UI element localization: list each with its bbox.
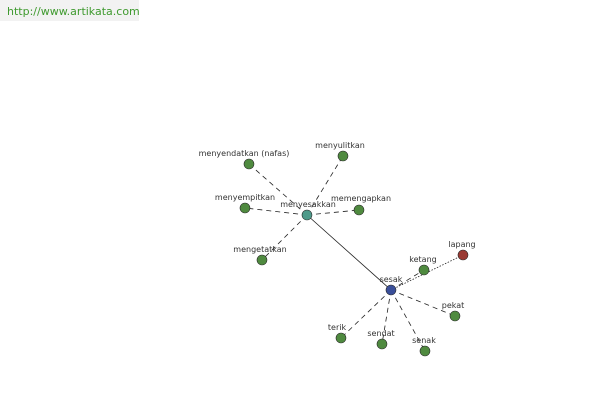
node-label-menyendatkan[interactable]: menyendatkan (nafas) [199, 149, 290, 158]
edge-menyesakkan-menyempitkan [244, 207, 308, 216]
node-mengetatkan[interactable]: mengetatkan [233, 245, 287, 266]
graph-nodes: sesak menyesakkan menyendatkan (nafas) meny… [199, 141, 476, 357]
node-menyesakkan[interactable]: menyesakkan [280, 200, 336, 221]
node-terik[interactable]: terik [328, 323, 347, 344]
edge-sesak-terik [340, 289, 392, 339]
node-dot-menyulitkan[interactable] [337, 150, 349, 162]
node-label-sesak[interactable]: sesak [380, 275, 403, 284]
edge-sesak-ketang [390, 269, 425, 291]
node-dot-lapang[interactable] [457, 249, 469, 261]
node-label-sendat[interactable]: sendat [367, 329, 394, 338]
node-dot-menyesakkan[interactable] [301, 209, 313, 221]
node-ketang[interactable]: ketang [409, 255, 437, 276]
node-dot-memengapkan[interactable] [353, 204, 365, 216]
edge-menyesakkan-menyulitkan [306, 155, 344, 216]
node-dot-sesak[interactable] [385, 284, 397, 296]
node-menyempitkan[interactable]: menyempitkan [215, 193, 275, 214]
edge-menyesakkan-memengapkan [306, 209, 360, 216]
node-dot-terik[interactable] [335, 332, 347, 344]
node-label-pekat[interactable]: pekat [442, 301, 465, 310]
node-label-lapang[interactable]: lapang [448, 240, 475, 249]
edge-menyesakkan-menyendatkan [248, 163, 308, 216]
node-menyulitkan[interactable]: menyulitkan [315, 141, 365, 162]
node-dot-pekat[interactable] [449, 310, 461, 322]
node-dot-ketang[interactable] [418, 264, 430, 276]
node-label-menyempitkan[interactable]: menyempitkan [215, 193, 275, 202]
node-menyendatkan[interactable]: menyendatkan (nafas) [199, 149, 290, 170]
node-sesak[interactable]: sesak [380, 275, 403, 296]
node-lapang[interactable]: lapang [448, 240, 476, 261]
node-pekat[interactable]: pekat [442, 301, 465, 322]
node-dot-menyempitkan[interactable] [239, 202, 251, 214]
node-label-senak[interactable]: senak [412, 336, 436, 345]
node-dot-mengetatkan[interactable] [256, 254, 268, 266]
node-label-terik[interactable]: terik [328, 323, 347, 332]
edge-sesak-menyesakkan [306, 214, 392, 291]
node-dot-menyendatkan[interactable] [243, 158, 255, 170]
node-dot-sendat[interactable] [376, 338, 388, 350]
edge-sesak-sendat [381, 289, 392, 345]
edge-menyesakkan-mengetatkan [261, 214, 308, 261]
node-label-memengapkan[interactable]: memengapkan [331, 194, 391, 203]
node-senak[interactable]: senak [412, 336, 436, 357]
edge-sesak-senak [390, 289, 426, 352]
site-url-link[interactable]: http://www.artikata.com [0, 0, 140, 21]
node-label-ketang[interactable]: ketang [409, 255, 436, 264]
node-label-mengetatkan[interactable]: mengetatkan [233, 245, 286, 254]
graph-edges [244, 155, 464, 352]
edge-sesak-pekat [390, 289, 456, 317]
node-dot-senak[interactable] [419, 345, 431, 357]
node-label-menyulitkan[interactable]: menyulitkan [315, 141, 365, 150]
node-label-menyesakkan[interactable]: menyesakkan [280, 200, 336, 209]
node-sendat[interactable]: sendat [367, 329, 395, 350]
node-memengapkan[interactable]: memengapkan [331, 194, 391, 216]
